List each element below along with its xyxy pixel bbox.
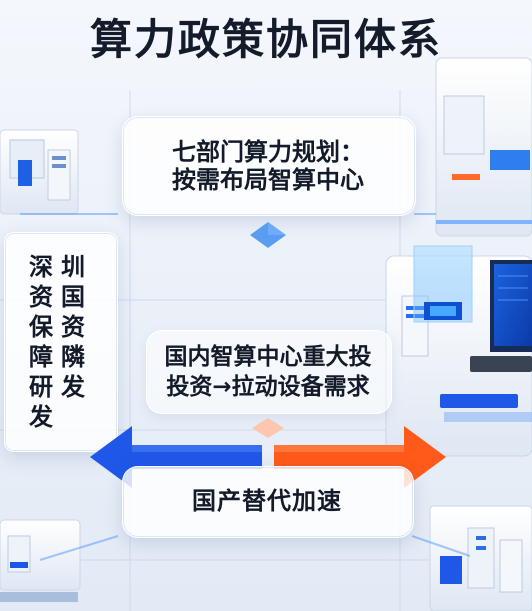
left-char: 障 [29, 343, 53, 371]
left-char: 隣 [61, 343, 85, 371]
left-char: 研 [29, 373, 53, 401]
left-panel-col1: 深 资 保 障 研 发 [26, 252, 56, 432]
chip-icon [413, 245, 473, 323]
left-char: 发 [61, 373, 85, 401]
arrow-right-orange-icon [274, 426, 446, 488]
middle-card [146, 330, 392, 414]
left-char: 发 [29, 403, 53, 431]
top-card [122, 116, 416, 216]
middle-card-line1: 国内智算中心重大投 [164, 344, 372, 370]
left-panel [4, 232, 118, 452]
middle-card-text: 国内智算中心重大投 投资→拉动设备需求 [140, 342, 396, 402]
left-char: 保 [29, 313, 53, 341]
arrow-left-blue-icon [90, 426, 262, 488]
bottom-card-label: 国产替代加速 [192, 487, 342, 515]
top-card-line1: 七部门算力规划： [172, 138, 364, 166]
left-char: 资 [61, 313, 85, 341]
left-char: 资 [29, 283, 53, 311]
diamond-blue-icon [250, 222, 286, 248]
left-char: 圳 [61, 253, 85, 281]
keyboard-icon [440, 356, 532, 422]
diamond-orange-icon [252, 418, 284, 438]
left-char: 深 [29, 253, 53, 281]
page-title: 算力政策协同体系 [89, 15, 442, 64]
top-card-text: 七部门算力规划： 按需布局智算中心 [122, 138, 414, 194]
left-char: 国 [61, 283, 85, 311]
middle-card-line2: 投资→拉动设备需求 [166, 374, 370, 400]
server-rack-icon [0, 129, 79, 215]
top-card-line2: 按需布局智算中心 [172, 166, 364, 194]
left-panel-col2: 圳 国 资 隣 发 [58, 252, 88, 402]
bottom-card [122, 466, 414, 538]
